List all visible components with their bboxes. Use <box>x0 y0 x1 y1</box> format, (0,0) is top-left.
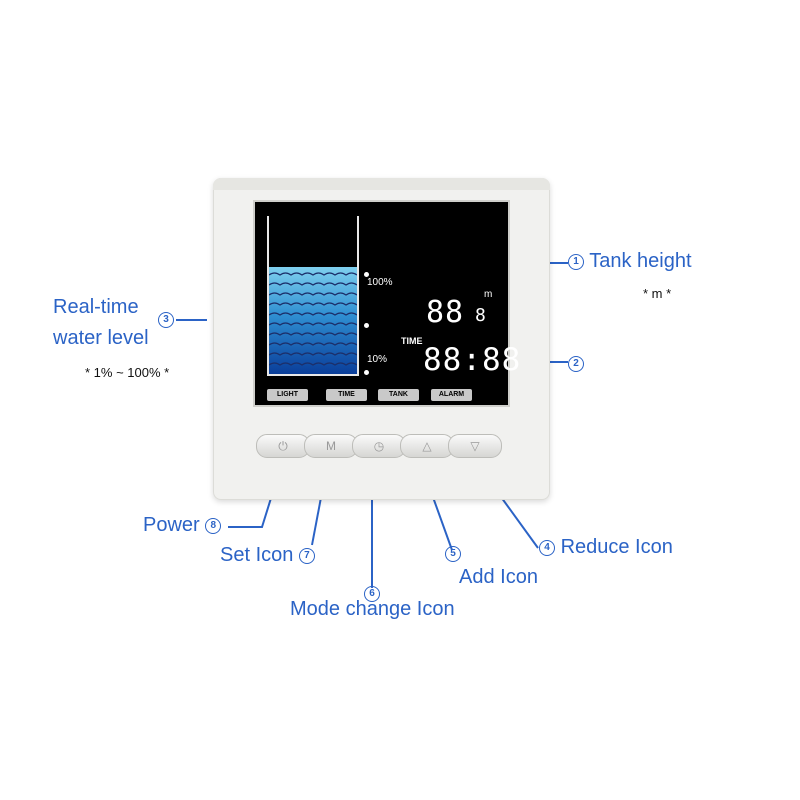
device-top-edge <box>213 178 550 190</box>
time-label: TIME <box>401 336 423 346</box>
wave-line <box>269 332 357 336</box>
callout-mode-label: Mode change Icon <box>290 598 455 620</box>
screen-label-tank: TANK <box>378 389 419 401</box>
callout-add-label: Add Icon <box>459 566 538 588</box>
callout-tank-height: 1 Tank height <box>568 250 692 273</box>
callout-number-7: 7 <box>298 547 315 564</box>
tank-height-decimal: 8 <box>475 305 487 326</box>
water-level-note: * 1% ~ 100% * <box>85 365 170 380</box>
scale-top-mark <box>364 272 369 277</box>
callout-number-4: 4 <box>539 539 555 556</box>
wave-line <box>269 352 357 356</box>
callout-water-level-number: 3 <box>158 308 174 331</box>
tank-water-fill <box>269 267 357 374</box>
callout-add-number: 5 <box>445 542 461 565</box>
callout-power-label: Power <box>143 514 200 536</box>
wave-line <box>269 312 357 316</box>
callout-time: 2 <box>568 352 584 375</box>
wave-line <box>269 342 357 346</box>
wave-line <box>269 282 357 286</box>
scale-mid-mark <box>364 323 369 328</box>
scale-bottom-mark <box>364 370 369 375</box>
callout-water-level-line1: Real-time <box>53 296 139 318</box>
callout-reduce-label: Reduce Icon <box>560 536 673 558</box>
water-level-controller: 100% 10% 88 8 m TIME 88:88 LIGHT TIME TA… <box>213 178 550 500</box>
clock-icon: ◷ <box>373 439 385 453</box>
wave-line <box>269 292 357 296</box>
add-button[interactable]: △ <box>400 434 454 458</box>
tank-gauge <box>267 216 359 376</box>
scale-bottom-label: 10% <box>367 354 388 365</box>
callout-reduce: 4 Reduce Icon <box>539 536 673 559</box>
time-digits: 88:88 <box>423 342 522 378</box>
button-row: ⏻ M ◷ △ ▽ <box>256 434 526 458</box>
callout-set: Set Icon 7 <box>220 544 315 567</box>
mode-change-button[interactable]: ◷ <box>352 434 406 458</box>
wave-line <box>269 362 357 366</box>
lcd-screen: 100% 10% 88 8 m TIME 88:88 LIGHT TIME TA… <box>253 200 520 407</box>
callout-number-1: 1 <box>568 253 584 270</box>
tank-height-note: * m * <box>643 286 672 301</box>
mode-icon: M <box>326 439 336 453</box>
tank-height-digits: 88 <box>426 295 465 330</box>
tank-height-unit: m <box>484 289 493 300</box>
callout-water-level-line2: water level <box>53 327 149 349</box>
power-icon: ⏻ <box>278 439 288 453</box>
screen-label-light: LIGHT <box>267 389 308 401</box>
reduce-button[interactable]: ▽ <box>448 434 502 458</box>
callout-set-label: Set Icon <box>220 544 294 566</box>
power-button[interactable]: ⏻ <box>256 434 310 458</box>
wave-line <box>269 272 357 276</box>
callout-mode-number: 6 <box>364 582 380 605</box>
wave-line <box>269 302 357 306</box>
up-triangle-icon: △ <box>422 439 432 453</box>
wave-line <box>269 322 357 326</box>
water-waves <box>269 272 357 366</box>
callout-number-8: 8 <box>205 517 222 534</box>
set-button[interactable]: M <box>304 434 358 458</box>
down-triangle-icon: ▽ <box>470 439 480 453</box>
screen-label-time: TIME <box>326 389 367 401</box>
callout-number-2: 2 <box>568 355 584 372</box>
callout-number-6: 6 <box>364 585 380 602</box>
callout-number-3: 3 <box>158 311 174 328</box>
scale-top-label: 100% <box>367 277 393 288</box>
callout-tank-height-label: Tank height <box>589 250 692 272</box>
screen-label-alarm: ALARM <box>431 389 472 401</box>
callout-number-5: 5 <box>445 545 461 562</box>
callout-power: Power 8 <box>143 514 222 537</box>
